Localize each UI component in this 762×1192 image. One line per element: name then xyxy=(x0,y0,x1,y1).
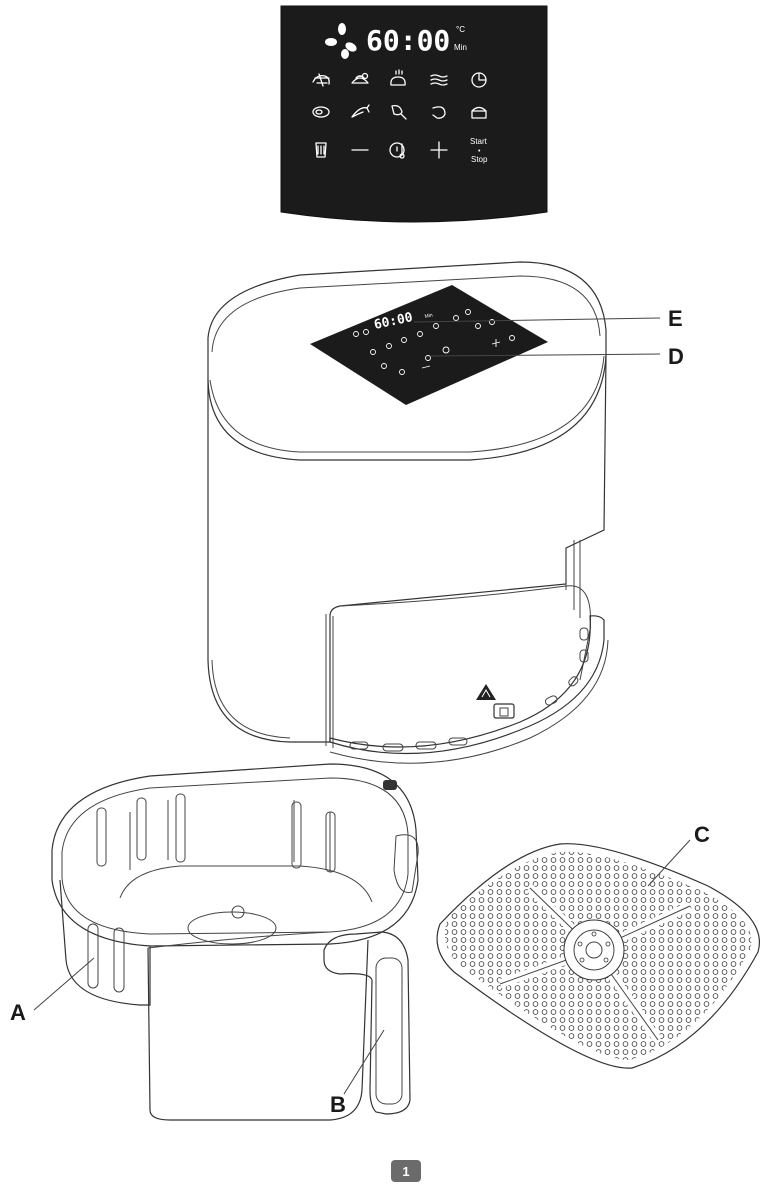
basket-body xyxy=(59,879,151,1006)
basket-release-latch[interactable] xyxy=(493,703,515,719)
basket-side-vent xyxy=(87,923,99,989)
steak-icon[interactable] xyxy=(312,106,330,118)
air-fryer-body xyxy=(207,355,607,743)
fish-icon[interactable] xyxy=(351,104,370,118)
callout-line-b xyxy=(343,1029,385,1095)
device-unit-min-label: Min xyxy=(424,312,433,320)
start-stop-dot: • xyxy=(478,148,481,155)
hot-surface-warning-icon xyxy=(476,684,496,700)
callout-a: A xyxy=(10,1000,26,1025)
air-fryer-base xyxy=(329,615,605,755)
fan-icon xyxy=(325,23,357,59)
callout-line-e xyxy=(413,317,661,323)
control-panel-closeup: 60:00 °C Min xyxy=(280,5,548,223)
temperature-timer-icon[interactable] xyxy=(389,142,405,159)
shrimp-icon[interactable] xyxy=(312,73,330,87)
basket-handle[interactable] xyxy=(323,931,411,1115)
device-control-panel xyxy=(310,285,548,405)
callout-line-d xyxy=(429,353,661,357)
cake-icon[interactable] xyxy=(471,106,487,119)
shrimp-tail-icon[interactable] xyxy=(432,106,446,119)
basket-icon[interactable] xyxy=(315,142,327,158)
device-panel-icons xyxy=(353,309,515,375)
air-fryer-unit: 60:00 Min xyxy=(207,261,609,790)
start-stop-button[interactable]: Start • Stop xyxy=(470,137,488,164)
callout-line-a xyxy=(33,957,95,1011)
pizza-icon[interactable] xyxy=(471,72,487,88)
control-panel-closeup-body xyxy=(280,5,548,223)
stop-label: Stop xyxy=(471,155,488,164)
basket xyxy=(51,763,419,1121)
unit-min-label: Min xyxy=(454,43,467,52)
callout-c: C xyxy=(694,822,710,847)
basket-rim xyxy=(51,763,419,947)
callout-b: B xyxy=(330,1092,346,1117)
bacon-icon[interactable] xyxy=(430,74,448,86)
callout-e: E xyxy=(668,306,683,331)
unit-celsius-label: °C xyxy=(456,25,465,34)
base-vents xyxy=(349,627,589,752)
drumstick-icon[interactable] xyxy=(391,104,407,120)
callout-d: D xyxy=(668,344,684,369)
start-label: Start xyxy=(470,137,488,146)
air-fryer-top xyxy=(207,261,607,461)
crisper-plate-outline xyxy=(436,843,760,1069)
page-number-badge: 1 xyxy=(391,1160,421,1182)
timer-display: 60:00 xyxy=(366,24,450,57)
vegetables-icon[interactable] xyxy=(351,72,369,84)
crisper-plate xyxy=(436,843,760,1069)
air-fryer-foot xyxy=(383,780,397,790)
plus-button[interactable] xyxy=(430,141,448,159)
callout-line-c xyxy=(647,839,691,887)
roast-chicken-icon[interactable] xyxy=(390,69,406,86)
